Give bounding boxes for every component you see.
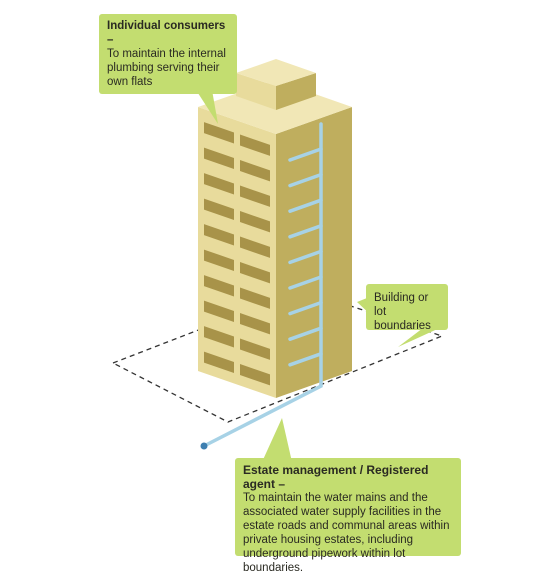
window	[240, 364, 270, 386]
floor-branch-pipe	[288, 198, 323, 213]
window	[204, 122, 234, 144]
boundary-callout: Building or lot boundaries	[366, 284, 448, 332]
estate-callout-pointer	[262, 418, 292, 462]
floor-branch-pipes	[288, 147, 323, 367]
individual-consumers-callout: Individual consumers – To maintain the i…	[99, 14, 237, 94]
window	[240, 160, 270, 182]
floor-branch-pipe	[288, 352, 323, 367]
window	[204, 326, 234, 348]
window	[204, 198, 234, 220]
estate-management-callout: Estate management / Registered agent – T…	[235, 458, 461, 574]
water-pipes	[202, 122, 323, 448]
window	[204, 351, 234, 373]
window	[240, 134, 270, 156]
floor-branch-pipe	[288, 326, 323, 341]
window	[240, 338, 270, 360]
individual-consumers-title: Individual consumers –	[107, 20, 226, 46]
pipe-inlet	[200, 442, 208, 450]
window	[240, 236, 270, 258]
rooftop-box-front	[236, 73, 276, 110]
window	[240, 313, 270, 335]
estate-management-title: Estate management / Registered agent –	[243, 463, 429, 491]
rising-main-pipe	[202, 122, 323, 448]
floor-branch-pipe	[288, 172, 323, 188]
water-supply-diagram	[111, 59, 444, 462]
window	[240, 185, 270, 207]
floor-branch-pipe	[288, 224, 323, 239]
floor-branch-pipe	[288, 275, 323, 290]
estate-management-text: To maintain the water mains and the asso…	[243, 492, 450, 574]
building-windows	[204, 122, 270, 386]
window	[204, 300, 234, 322]
window	[204, 249, 234, 271]
rooftop-box-side	[276, 73, 316, 110]
individual-consumers-text: To maintain the internal plumbing servin…	[107, 48, 226, 88]
floor-branch-pipe	[288, 147, 323, 162]
rooftop-box-top	[236, 59, 316, 86]
window	[240, 262, 270, 284]
window	[204, 275, 234, 297]
floor-branch-pipe	[288, 249, 323, 265]
window	[204, 173, 234, 195]
boundary-text: Building or lot boundaries	[374, 292, 431, 332]
window	[204, 224, 234, 246]
window	[240, 287, 270, 309]
floor-branch-pipe	[288, 300, 323, 316]
window	[204, 147, 234, 169]
consumers-callout-pointer	[196, 90, 218, 124]
window	[240, 211, 270, 233]
